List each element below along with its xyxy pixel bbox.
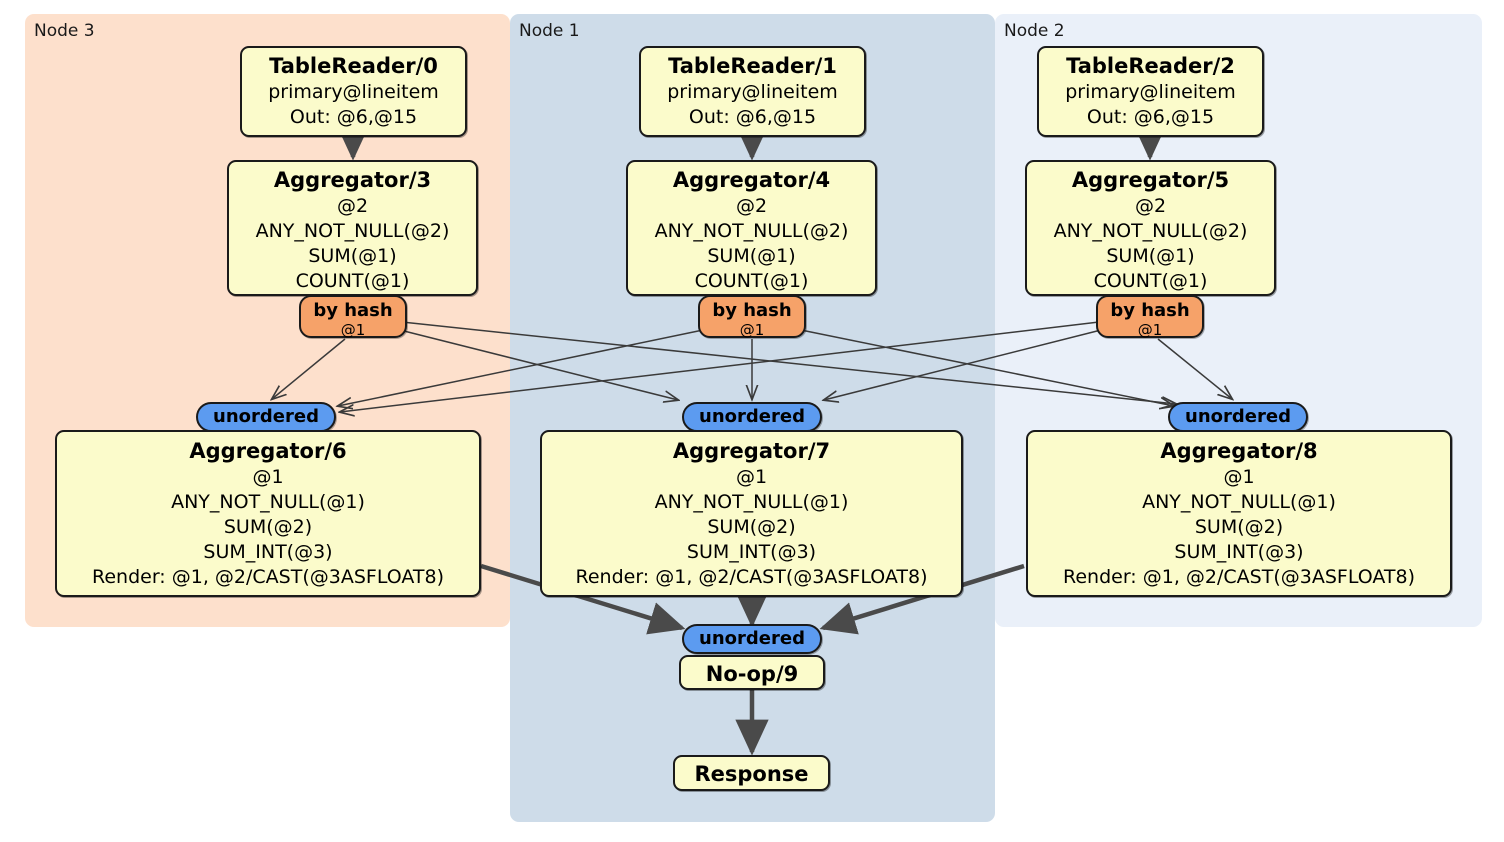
processor-detail: COUNT(@1) (1093, 270, 1208, 292)
processor-detail: primary@lineitem (667, 81, 838, 103)
processor-detail: primary@lineitem (268, 81, 439, 103)
processor-aggregator-5[interactable]: Aggregator/5 @2 ANY_NOT_NULL(@2) SUM(@1)… (1025, 160, 1276, 296)
processor-title: Aggregator/6 (189, 439, 347, 463)
router-type: by hash (712, 300, 792, 321)
processor-detail: ANY_NOT_NULL(@1) (171, 491, 365, 513)
processor-detail: SUM_INT(@3) (203, 541, 333, 563)
processor-detail: Render: @1, @2/CAST(@3ASFLOAT8) (1063, 566, 1415, 588)
processor-detail: Out: @6,@15 (688, 106, 817, 128)
processor-detail: @1 (252, 466, 284, 488)
processor-detail: SUM(@2) (223, 516, 313, 538)
processor-title: Aggregator/3 (273, 168, 432, 192)
processor-detail: SUM(@2) (707, 516, 796, 538)
processor-tablereader-1[interactable]: TableReader/1 primary@lineitem Out: @6,@… (639, 46, 866, 137)
router-detail: @1 (340, 321, 366, 339)
router-type: unordered (699, 628, 805, 649)
node-label-node3: Node 3 (34, 21, 95, 41)
node-label-node2: Node 2 (1004, 21, 1065, 41)
processor-detail: COUNT(@1) (295, 270, 410, 292)
node-label-node1: Node 1 (519, 21, 580, 41)
processor-detail: SUM_INT(@3) (1174, 541, 1304, 563)
processor-aggregator-8[interactable]: Aggregator/8 @1 ANY_NOT_NULL(@1) SUM(@2)… (1026, 430, 1452, 597)
processor-detail: SUM(@1) (1106, 245, 1195, 267)
router-unordered-9[interactable]: unordered (682, 624, 822, 654)
processor-detail: Render: @1, @2/CAST(@3ASFLOAT8) (575, 566, 928, 588)
processor-detail: ANY_NOT_NULL(@1) (1142, 491, 1336, 513)
processor-tablereader-0[interactable]: TableReader/0 primary@lineitem Out: @6,@… (240, 46, 467, 137)
router-unordered-7[interactable]: unordered (682, 402, 822, 432)
processor-detail: Out: @6,@15 (1086, 106, 1215, 128)
processor-aggregator-6[interactable]: Aggregator/6 @1 ANY_NOT_NULL(@1) SUM(@2)… (55, 430, 481, 597)
router-unordered-8[interactable]: unordered (1168, 402, 1308, 432)
router-unordered-6[interactable]: unordered (196, 402, 336, 432)
processor-no-op-9[interactable]: No-op/9 (679, 655, 825, 690)
processor-detail: Render: @1, @2/CAST(@3ASFLOAT8) (92, 566, 444, 588)
processor-detail: ANY_NOT_NULL(@1) (654, 491, 849, 513)
processor-detail: Out: @6,@15 (289, 106, 418, 128)
router-by-hash-3[interactable]: by hash @1 (299, 295, 407, 339)
processor-response[interactable]: Response (673, 755, 830, 791)
router-type: unordered (213, 406, 319, 427)
router-by-hash-5[interactable]: by hash @1 (1096, 295, 1204, 339)
processor-detail: @2 (1134, 195, 1167, 217)
processor-title: Aggregator/4 (672, 168, 831, 192)
processor-detail: SUM(@1) (707, 245, 796, 267)
processor-detail: @2 (336, 195, 369, 217)
processor-title: TableReader/0 (269, 54, 438, 78)
processor-aggregator-3[interactable]: Aggregator/3 @2 ANY_NOT_NULL(@2) SUM(@1)… (227, 160, 478, 296)
processor-title: TableReader/2 (1066, 54, 1235, 78)
router-detail: @1 (1137, 321, 1163, 339)
processor-tablereader-2[interactable]: TableReader/2 primary@lineitem Out: @6,@… (1037, 46, 1264, 137)
processor-title: Aggregator/8 (1160, 439, 1318, 463)
processor-detail: COUNT(@1) (694, 270, 809, 292)
processor-detail: @2 (735, 195, 768, 217)
router-detail: @1 (739, 321, 765, 339)
processor-detail: @1 (1223, 466, 1255, 488)
router-type: by hash (1110, 300, 1190, 321)
processor-aggregator-7[interactable]: Aggregator/7 @1 ANY_NOT_NULL(@1) SUM(@2)… (540, 430, 963, 597)
router-by-hash-4[interactable]: by hash @1 (698, 295, 806, 339)
processor-detail: SUM(@2) (1194, 516, 1284, 538)
processor-detail: SUM_INT(@3) (686, 541, 817, 563)
processor-title: No-op/9 (705, 662, 799, 686)
router-type: unordered (699, 406, 805, 427)
router-type: unordered (1185, 406, 1291, 427)
processor-detail: ANY_NOT_NULL(@2) (255, 220, 450, 242)
processor-title: TableReader/1 (668, 54, 837, 78)
processor-detail: primary@lineitem (1065, 81, 1236, 103)
processor-aggregator-4[interactable]: Aggregator/4 @2 ANY_NOT_NULL(@2) SUM(@1)… (626, 160, 877, 296)
processor-detail: SUM(@1) (308, 245, 397, 267)
processor-title: Aggregator/7 (672, 439, 831, 463)
processor-detail: ANY_NOT_NULL(@2) (654, 220, 849, 242)
processor-title: Aggregator/5 (1071, 168, 1230, 192)
router-type: by hash (313, 300, 393, 321)
processor-detail: ANY_NOT_NULL(@2) (1053, 220, 1248, 242)
processor-title: Response (694, 762, 809, 786)
processor-detail: @1 (735, 466, 768, 488)
